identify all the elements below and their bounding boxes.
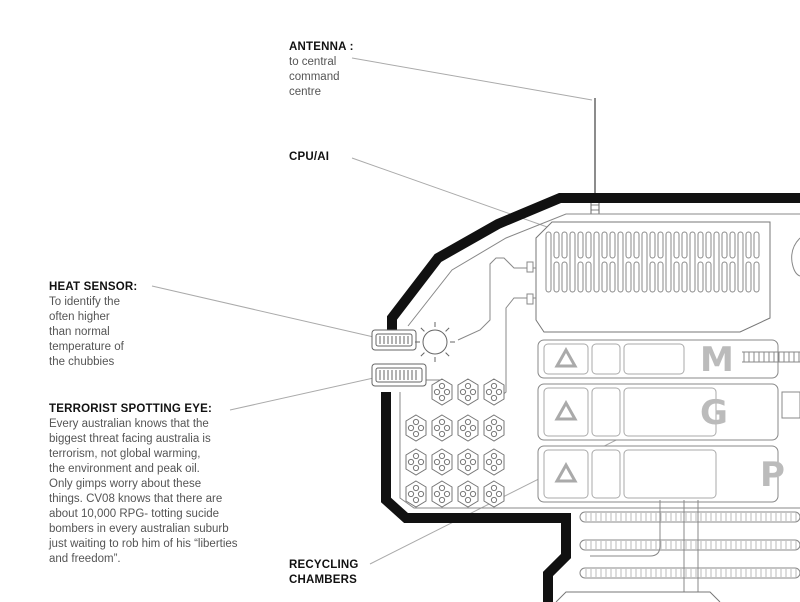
heat-sensor-description: To identify the often higher than normal… <box>49 296 124 368</box>
recycling-chamber-1: M <box>537 339 779 380</box>
recycling-chamber-2: G <box>537 383 779 441</box>
heat-sensor <box>371 322 455 362</box>
recycling-heading: RECYCLING CHAMBERS <box>289 559 359 586</box>
cpu-board <box>535 221 771 333</box>
cell <box>483 480 505 508</box>
cell <box>457 480 479 508</box>
label-eye: TERRORIST SPOTTING EYE: Every australian… <box>49 402 289 567</box>
label-antenna: ANTENNA : to central command centre <box>289 40 409 100</box>
cell <box>405 480 427 508</box>
cables <box>426 257 536 401</box>
label-heat-sensor: HEAT SENSOR: To identify the often highe… <box>49 280 189 370</box>
cell <box>405 414 427 442</box>
antenna-heading: ANTENNA : <box>289 41 354 53</box>
cell <box>405 448 427 476</box>
eye-description: Every australian knows that the biggest … <box>49 418 238 565</box>
cell <box>483 378 505 406</box>
cell-cluster <box>405 378 505 508</box>
recycle-icon <box>554 346 578 368</box>
recycle-icon <box>554 461 578 483</box>
base-platform <box>555 591 721 602</box>
cell <box>457 414 479 442</box>
spring-coil <box>742 351 800 363</box>
leader-heat-sensor <box>151 285 379 339</box>
hull-inner <box>399 213 800 509</box>
recycling-chambers: MGP <box>537 339 785 503</box>
cell <box>431 480 453 508</box>
chamber-letter: M <box>700 340 734 380</box>
recycle-icon <box>554 399 578 421</box>
bottom-pipes <box>579 500 800 598</box>
chamber-letter: P <box>760 455 785 495</box>
cell <box>431 448 453 476</box>
leader-antenna <box>351 57 593 101</box>
sun-icon <box>415 322 455 362</box>
cell <box>483 448 505 476</box>
right-details <box>742 237 800 419</box>
cpu-heading: CPU/AI <box>289 151 330 163</box>
antenna-description: to central command centre <box>289 56 340 98</box>
cell <box>431 378 453 406</box>
heat-sensor-heading: HEAT SENSOR: <box>49 281 138 293</box>
hull <box>381 193 800 602</box>
cell <box>457 378 479 406</box>
eye-heading: TERRORIST SPOTTING EYE: <box>49 403 213 415</box>
leader-eye <box>229 376 379 411</box>
label-cpu: CPU/AI <box>289 150 409 165</box>
chamber-letter: G <box>700 393 728 433</box>
recycling-chamber-3: P <box>537 445 785 503</box>
label-recycling: RECYCLING CHAMBERS <box>289 558 409 588</box>
terrorist-spotting-eye <box>371 363 427 387</box>
cell <box>431 414 453 442</box>
cell <box>457 448 479 476</box>
cell <box>483 414 505 442</box>
